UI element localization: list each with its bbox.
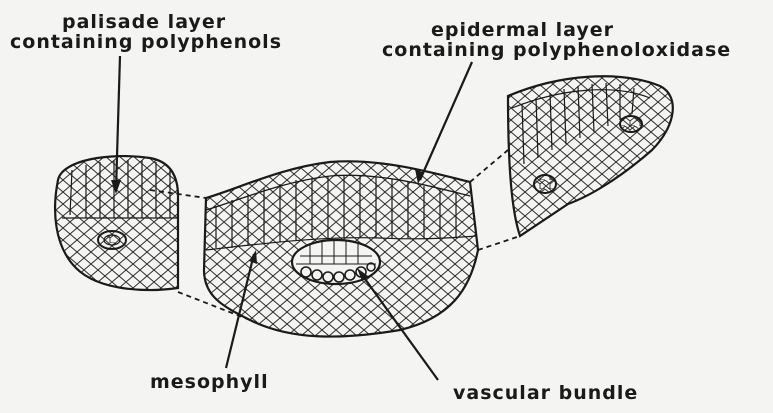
vascular-bundle-shape bbox=[292, 240, 380, 284]
vascular-bundle-label: vascular bundle bbox=[453, 383, 638, 403]
center-leaf-lobe bbox=[204, 161, 478, 336]
epidermal-label-line2: containing polyphenoloxidase bbox=[382, 40, 731, 60]
palisade-layer-label: palisade layer containing polyphenols bbox=[10, 12, 282, 52]
palisade-label-line1: palisade layer bbox=[10, 12, 282, 32]
epidermal-layer-label: epidermal layer containing polyphenoloxi… bbox=[382, 20, 731, 60]
epidermal-label-line1: epidermal layer bbox=[382, 20, 731, 40]
epidermal-pointer bbox=[420, 62, 472, 180]
mesophyll-label: mesophyll bbox=[150, 372, 269, 392]
right-leaf-lobe bbox=[508, 76, 673, 236]
palisade-label-line2: containing polyphenols bbox=[10, 32, 282, 52]
